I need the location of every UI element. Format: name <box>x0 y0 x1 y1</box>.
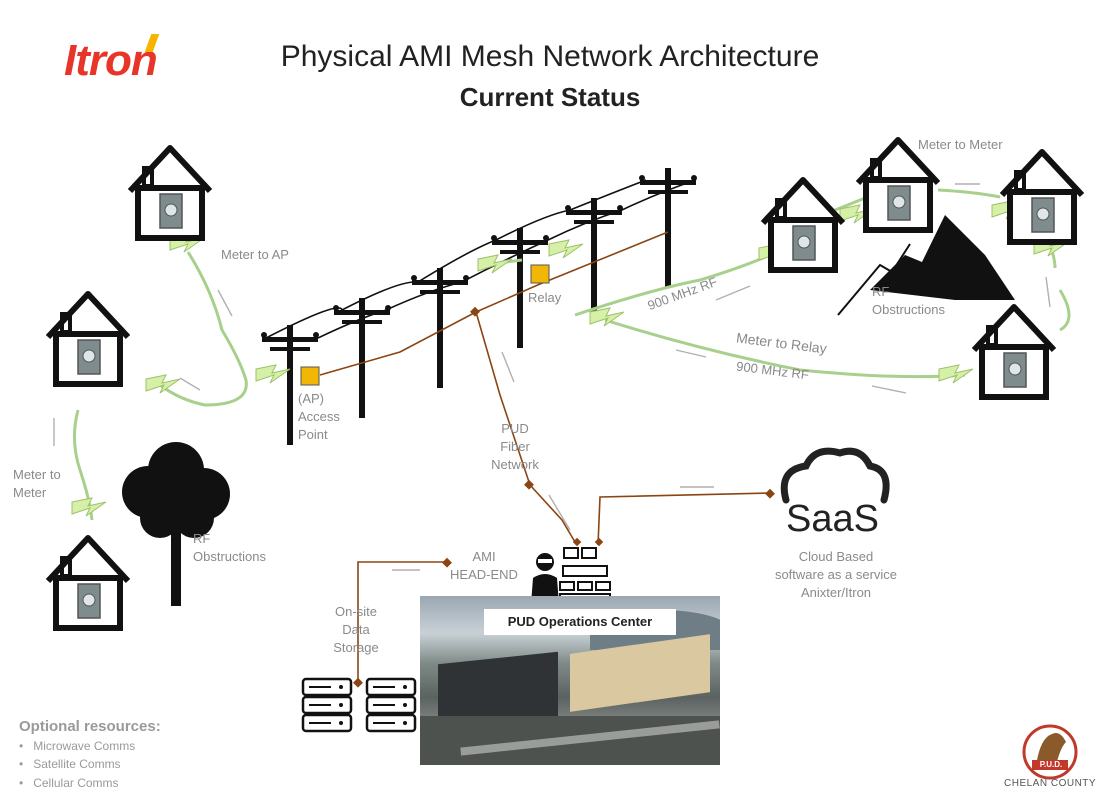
label-meter-to-ap: Meter to AP <box>221 247 289 262</box>
access-point-node <box>300 366 320 386</box>
flow-arrows <box>53 183 1051 571</box>
house-meter <box>974 307 1054 397</box>
relay-node <box>530 264 550 284</box>
utility-pole <box>333 298 391 418</box>
mountain-icon <box>837 215 1015 316</box>
storage-server-icon <box>365 677 417 733</box>
house-meter <box>48 538 128 628</box>
house-meter <box>1002 152 1082 242</box>
utility-pole <box>411 268 469 388</box>
utility-pole <box>639 168 697 288</box>
tree-icon <box>122 442 230 606</box>
label-relay: Relay <box>528 290 562 305</box>
label-meter-to-meter-right: Meter to Meter <box>918 137 1003 152</box>
optional-resources-title: Optional resources: <box>19 718 161 735</box>
optional-item: • Cellular Comms <box>19 776 119 790</box>
rf-links <box>73 188 1071 521</box>
pud-logo <box>1022 724 1078 780</box>
house-meter <box>48 294 128 384</box>
house-meter <box>763 180 843 270</box>
house-meter <box>130 148 210 238</box>
ops-center-label: PUD Operations Center <box>484 609 676 635</box>
utility-pole <box>565 198 623 318</box>
cloud-saas-icon <box>780 447 890 504</box>
head-end-console-icon <box>559 547 611 603</box>
optional-item: • Microwave Comms <box>19 739 136 753</box>
storage-server-icon <box>301 677 353 733</box>
pud-org-text: CHELAN COUNTY <box>1004 778 1097 789</box>
pud-badge-text: P.U.D. <box>1039 760 1063 769</box>
itron-logo: Itron <box>64 36 158 85</box>
saas-text: SaaS <box>786 498 879 540</box>
page-subtitle: Current Status <box>459 82 641 112</box>
page-title: Physical AMI Mesh Network Architecture <box>280 40 820 73</box>
utility-pole <box>491 228 549 348</box>
optional-item: • Satellite Comms <box>19 757 121 771</box>
